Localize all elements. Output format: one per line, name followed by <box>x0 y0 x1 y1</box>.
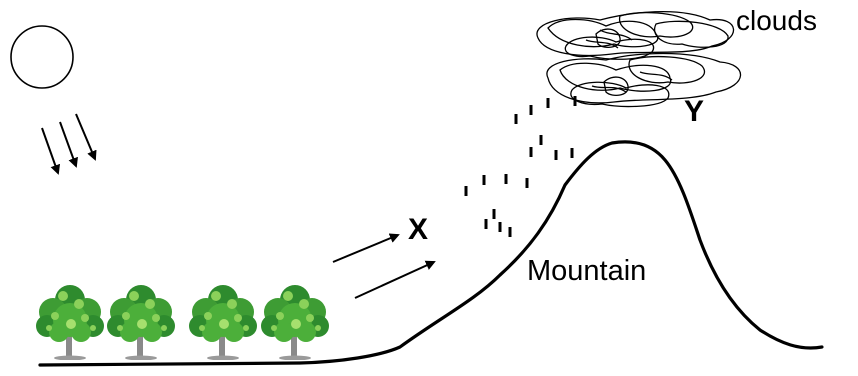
sunlight-arrows <box>41 113 97 175</box>
mountain-label: Mountain <box>527 255 646 287</box>
sunlight-arrow <box>59 121 78 168</box>
trees <box>35 283 330 360</box>
ground-and-mountain-outline <box>38 140 824 367</box>
cloud-icon <box>536 10 742 108</box>
y-marker-label: Y <box>684 95 704 128</box>
sunlight-arrow <box>41 127 61 175</box>
sunlight-arrow <box>75 113 97 161</box>
tree-icon <box>260 283 330 360</box>
clouds-label: clouds <box>736 5 817 36</box>
wind-arrows <box>332 233 436 299</box>
wind-arrow <box>354 260 436 299</box>
tree-icon <box>188 283 258 360</box>
wind-arrow <box>332 233 400 263</box>
rising-moisture <box>464 96 577 237</box>
x-marker-label: X <box>408 213 428 246</box>
tree-icon <box>106 283 176 360</box>
tree-icon <box>35 283 105 360</box>
sun-icon <box>10 25 74 89</box>
